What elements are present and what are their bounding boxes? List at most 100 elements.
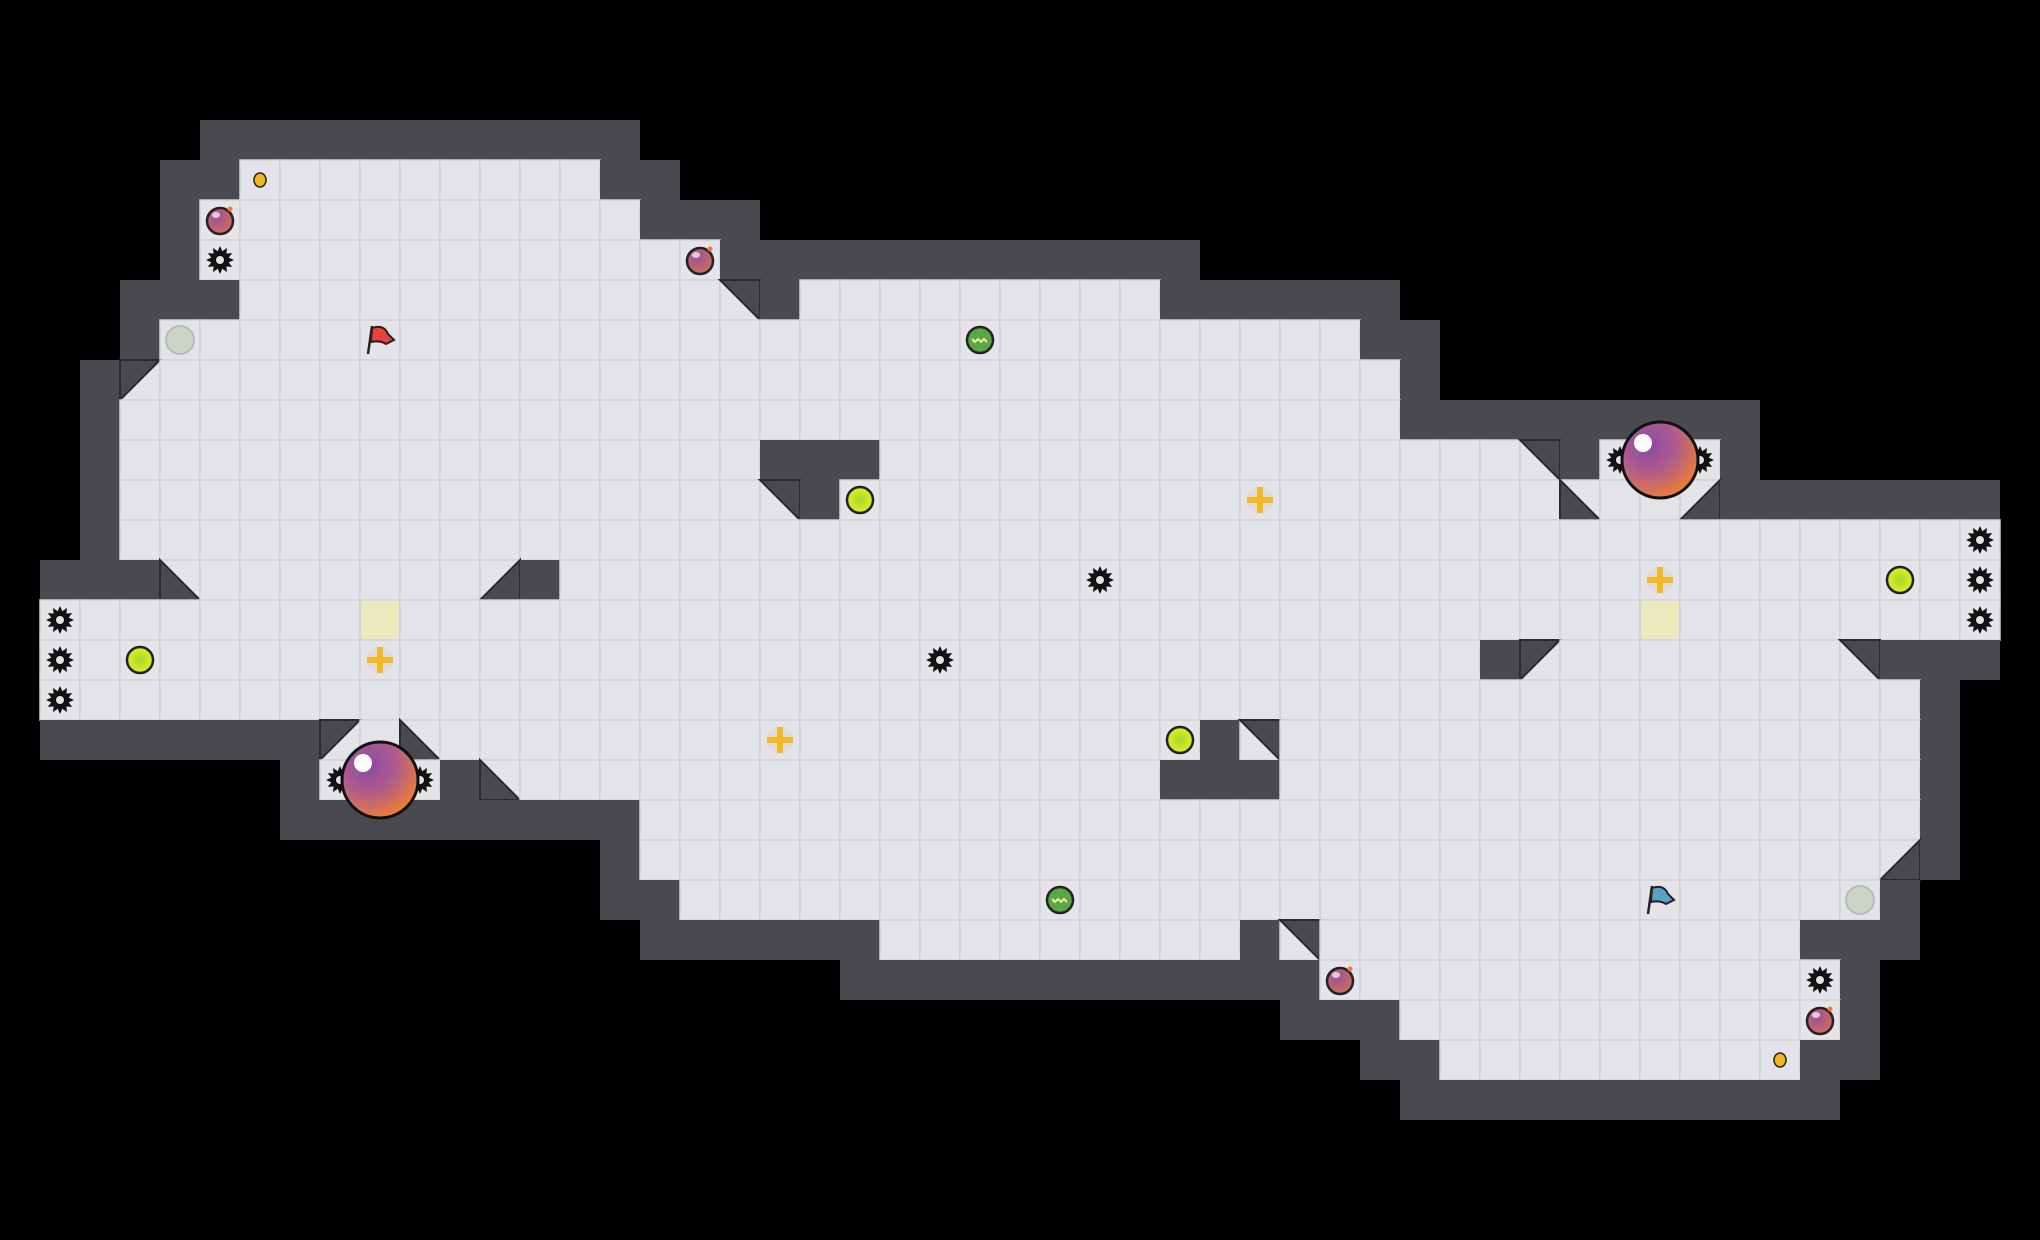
spike-hole [936,656,944,664]
wall-tile [680,920,720,960]
floor-tile [879,399,921,441]
floor-tile [839,639,881,681]
floor-tile [1439,439,1481,481]
floor-tile [239,519,281,561]
floor-tile [1399,959,1441,1001]
wall-tile [1400,400,1440,440]
floor-tile [1319,359,1361,401]
floor-tile [1159,439,1201,481]
floor-tile [519,279,561,321]
wall-tile [1920,640,1960,680]
button-icon[interactable] [165,325,195,355]
floor-tile [1239,359,1281,401]
floor-tile [599,519,641,561]
floor-tile [1119,319,1161,361]
floor-tile [439,239,481,281]
floor-tile [439,399,481,441]
floor-tile [1519,519,1561,561]
wall-tile [560,120,600,160]
spike-icon [1806,966,1834,994]
floor-tile [839,319,881,361]
floor-tile [1479,679,1521,721]
floor-tile [1039,719,1081,761]
floor-tile [919,519,961,561]
floor-tile [999,439,1041,481]
floor-tile [1439,799,1481,841]
wall-tile [520,560,560,600]
floor-tile [1399,759,1441,801]
spike-hole [56,616,64,624]
floor-tile [1799,839,1841,881]
wall-tile [80,440,120,480]
floor-tile [919,679,961,721]
floor-tile [1199,839,1241,881]
floor-tile [679,519,721,561]
floor-tile [199,519,241,561]
floor-tile [159,479,201,521]
floor-tile [399,399,441,441]
floor-tile [159,359,201,401]
floor-tile [1359,359,1401,401]
floor-tile [1799,799,1841,841]
floor-tile [919,559,961,601]
floor-tile [1519,559,1561,601]
bomb-icon [205,206,235,236]
floor-tile [1359,959,1401,1001]
floor-tile [639,239,681,281]
floor-tile [759,359,801,401]
floor-tile [799,639,841,681]
floor-tile [1559,639,1601,681]
floor-tile [199,679,241,721]
floor-tile [519,359,561,401]
floor-tile [399,559,441,601]
floor-tile [1359,639,1401,681]
floor-tile [1799,519,1841,561]
floor-tile [1439,759,1481,801]
wall-tile [1880,640,1920,680]
floor-tile [879,919,921,961]
floor-tile [719,399,761,441]
spike-icon [46,686,74,714]
floor-tile [1919,599,1961,641]
wall-tile [760,240,800,280]
floor-tile [1359,479,1401,521]
floor-tile [1679,839,1721,881]
wall-tile [120,280,160,320]
floor-tile [719,639,761,681]
gate-v [777,727,783,753]
floor-tile [679,479,721,521]
floor-tile [199,319,241,361]
bomb-fuse [707,246,713,252]
floor-tile [679,639,721,681]
floor-tile [1399,599,1441,641]
floor-tile [999,599,1041,641]
floor-tile [599,479,641,521]
powerup-icon [1165,725,1195,755]
floor-tile [1719,639,1761,681]
floor-tile [1279,519,1321,561]
floor-tile [1359,759,1401,801]
bomb-icon [685,246,715,276]
floor-tile [1079,359,1121,401]
floor-tile [1839,679,1881,721]
button-icon[interactable] [1845,885,1875,915]
floor-tile [599,759,641,801]
floor-tile [639,359,681,401]
floor-tile [519,519,561,561]
floor-tile [919,359,961,401]
floor-tile [559,519,601,561]
wall-tile [1360,1000,1400,1040]
floor-tile [559,399,601,441]
floor-tile [359,479,401,521]
floor-tile [319,679,361,721]
floor-tile [1559,999,1601,1041]
floor-tile [1799,759,1841,801]
wall-tile [760,440,800,480]
floor-tile [799,759,841,801]
floor-tile [1039,479,1081,521]
spike-icon [46,606,74,634]
floor-tile [1079,839,1121,881]
floor-tile [1199,439,1241,481]
floor-tile [1119,359,1161,401]
gate-plus-icon [367,647,393,673]
